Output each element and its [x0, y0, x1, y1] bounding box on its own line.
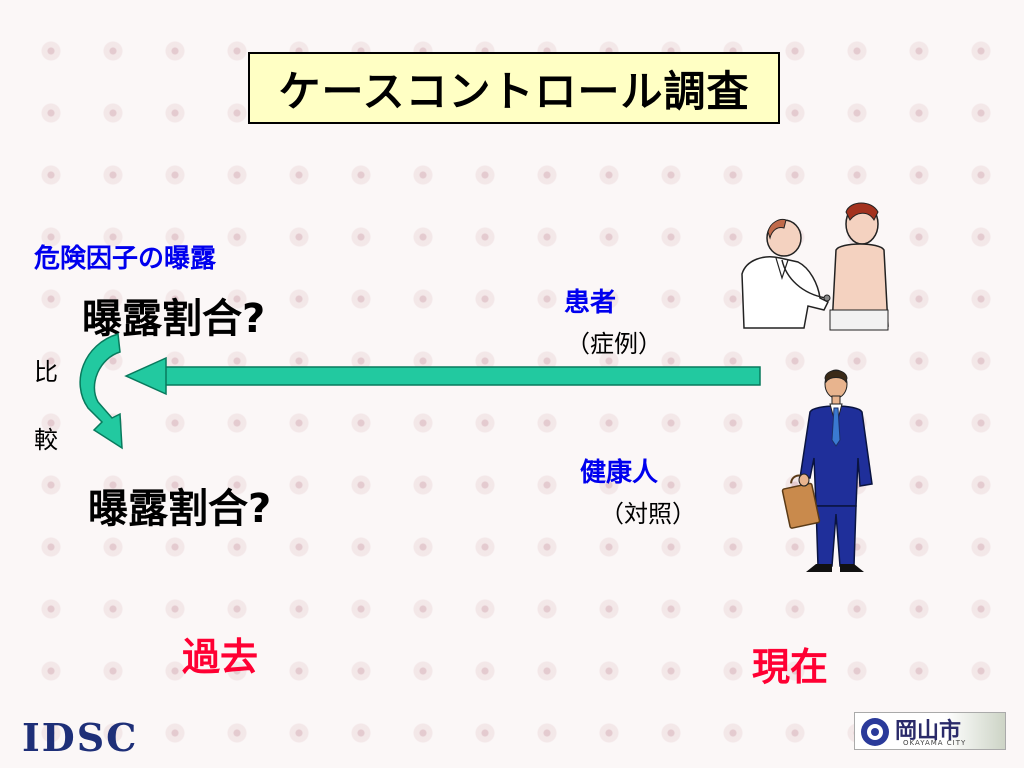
city-logo-subtext: OKAYAMA CITY — [903, 739, 967, 747]
case-label: （症例） — [566, 330, 662, 358]
okayama-city-logo: 岡山市 OKAYAMA CITY — [854, 712, 1006, 750]
city-emblem-icon — [861, 718, 889, 746]
exposure-ratio-bottom: 曝露割合? — [88, 486, 272, 532]
healthy-label: 健康人 — [580, 458, 659, 488]
doctor-patient-clipart — [741, 202, 889, 331]
businessman-clipart — [781, 369, 873, 572]
exposure-ratio-top: 曝露割合? — [82, 296, 266, 342]
title-box: ケースコントロール調査 — [248, 52, 780, 124]
control-label: （対照） — [600, 500, 696, 528]
compare-curved-arrow — [79, 333, 123, 450]
time-arrow — [124, 356, 761, 396]
slide-title: ケースコントロール調査 — [278, 66, 750, 116]
risk-factor-label: 危険因子の曝露 — [34, 244, 217, 274]
patient-label: 患者 — [564, 288, 617, 318]
present-label: 現在 — [752, 645, 829, 689]
city-logo-text: 岡山市 — [895, 718, 962, 744]
compare-char-1: 比 — [34, 358, 58, 386]
idsc-logo: IDSC — [22, 715, 139, 760]
compare-char-2: 較 — [34, 426, 58, 454]
past-label: 過去 — [182, 635, 259, 679]
